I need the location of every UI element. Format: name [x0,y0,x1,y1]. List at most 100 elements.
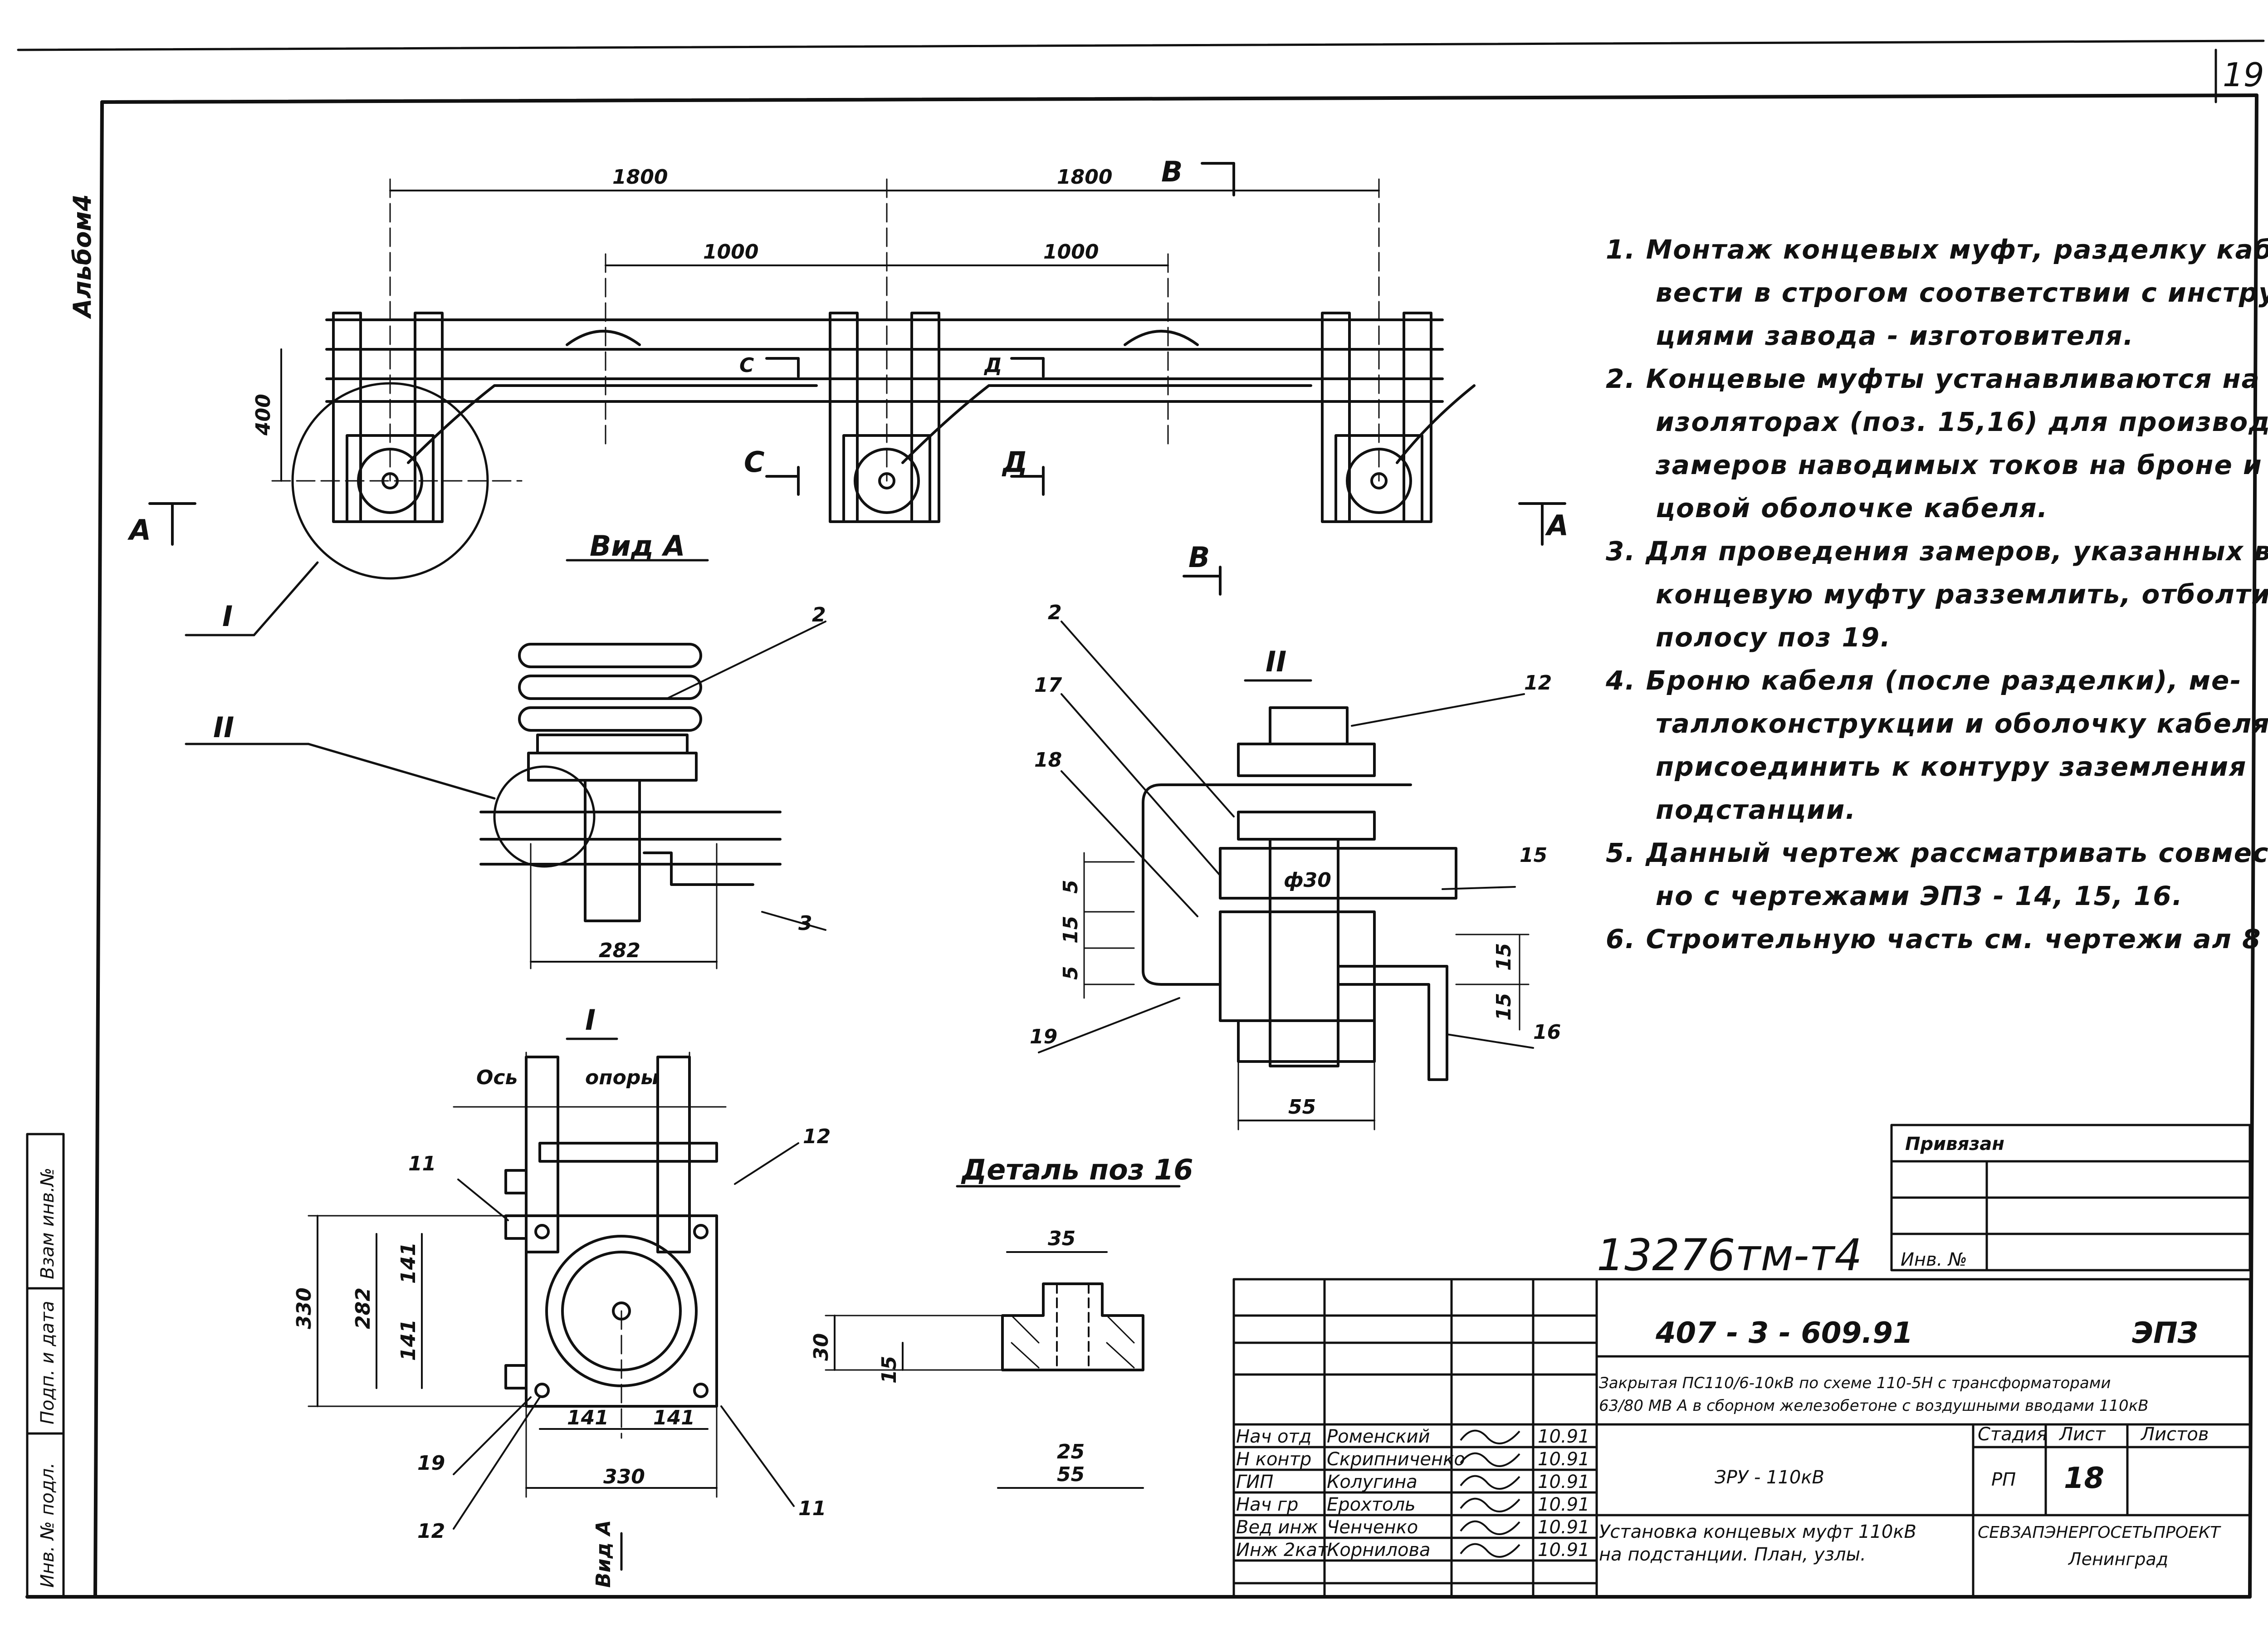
note-line: вести в строгом соответствии с инструк- [1656,277,2268,308]
note-line: изоляторах (поз. 15,16) для производства [1656,406,2268,437]
node-i-axis-label-2: опоры [585,1066,659,1089]
note-line: полосу поз 19. [1656,622,1891,653]
section-c-bottom: С [744,445,765,479]
node-i-dim-141-d: 141 [653,1406,695,1429]
node-ii-pos-18: 18 [1034,749,1062,772]
tb-name: Скрипниченко [1327,1449,1465,1470]
plan-view [148,162,1566,636]
note-line: 1. Монтаж концевых муфт, разделку кабеля [1606,234,2268,265]
node-ii-section-b: В [1188,541,1210,574]
tb-role: Н контр [1236,1449,1311,1470]
view-a-dim-282: 282 [599,939,640,962]
detail-16-dim-30: 30 [810,1333,833,1361]
node-i-pos-19: 19 [417,1452,445,1475]
node-i [308,1037,799,1571]
node-i-pos-11-bottom: 11 [798,1497,826,1520]
tb-date: 10.91 [1538,1494,1590,1515]
tb-role: Нач гр [1236,1494,1298,1515]
node-ii-pos-19: 19 [1030,1025,1057,1048]
section-d-top: Д [983,354,1002,377]
tb-name: Ерохтоль [1327,1494,1416,1515]
note-line: таллоконструкции и оболочку кабеля [1656,708,2268,739]
node-ii-title: II [1266,645,1286,678]
tb-inv-no: Инв. № [1901,1249,1967,1270]
tb-role: Вед инж [1236,1517,1318,1538]
detail-16-dim-35: 35 [1048,1227,1075,1250]
note-line: циями завода - изготовителя. [1656,320,2134,351]
dim-1800-left: 1800 [612,166,668,189]
node-i-title: I [585,1003,596,1037]
node-i-dim-141-c: 141 [567,1406,609,1429]
tb-project-line2: 63/80 МВ А в сборном железобетоне с возд… [1599,1397,2149,1415]
tb-sheet-title-1: Установка концевых муфт 110кВ [1599,1521,1916,1542]
detail-16-dim-25: 25 [1057,1440,1085,1463]
tb-role: Нач отд [1236,1426,1311,1447]
tb-object: ЗРУ - 110кВ [1715,1467,1824,1488]
dim-1800-right: 1800 [1057,166,1112,189]
node-i-pos-12-top: 12 [803,1125,831,1148]
node-i-view-a-label: Вид А [592,1520,615,1588]
node-ii-pos-17: 17 [1034,674,1062,697]
note-line: но с чертежами ЭПЗ - 14, 15, 16. [1656,881,2183,911]
tb-privyazan: Привязан [1905,1134,2004,1155]
tb-name: Корнилова [1327,1540,1431,1561]
tb-date: 10.91 [1538,1517,1590,1538]
note-line: замеров наводимых токов на броне и свин- [1655,450,2268,480]
tb-org-1: СЕВЗАПЭНЕРГОСЕТЬПРОЕКТ [1978,1523,2221,1542]
view-a-pos-2: 2 [812,603,826,626]
tb-name: Ченченко [1327,1517,1418,1538]
tb-role: ГИП [1236,1472,1273,1492]
sheet-frame [17,39,2265,1599]
tb-sheet-title-2: на подстанции. План, узлы. [1599,1544,1866,1565]
node-i-axis-label-1: Ось [476,1066,518,1089]
node-i-dim-141-b: 141 [397,1319,420,1361]
note-line: присоединить к контуру заземления [1656,751,2247,782]
note-line: 5. Данный чертеж рассматривать совмест- [1606,837,2268,868]
album-label: Альбом4 [68,194,97,319]
tb-sheet-header: Лист [2058,1424,2106,1445]
dim-400: 400 [252,394,275,436]
node-ii-dim-55: 55 [1288,1096,1316,1119]
detail-16-dim-15: 15 [878,1356,901,1384]
general-notes: 1. Монтаж концевых муфт, разделку кабеля… [1605,234,2268,954]
tb-date: 10.91 [1538,1472,1590,1492]
tb-name: Роменский [1327,1426,1430,1447]
node-i-pos-11-top: 11 [408,1152,436,1175]
tb-date: 10.91 [1538,1426,1590,1447]
tb-stage-header: Стадия [1978,1424,2047,1445]
callout-i: I [222,600,233,633]
node-i-dim-282-v: 282 [352,1287,375,1329]
dim-1000-right: 1000 [1043,240,1099,264]
node-ii-pos-15: 15 [1520,844,1547,867]
note-line: концевую муфту разземлить, отболтив [1656,579,2268,610]
page-number: 19 [2223,56,2264,94]
handwritten-number: 13276тм-т4 [1597,1230,1862,1281]
section-c-top: С [739,354,754,377]
note-line: 2. Концевые муфты устанавливаются на [1606,363,2260,394]
title-block [1232,1124,2251,1598]
node-i-pos-12-bottom: 12 [417,1520,445,1543]
node-i-dim-141-a: 141 [397,1242,420,1284]
node-ii-dim-5a: 5 [1059,880,1082,894]
side-stamp-3: Инв. № подл. [37,1463,58,1588]
tb-project-line1: Закрытая ПС110/6-10кВ по схеме 110-5Н с … [1599,1374,2111,1392]
node-ii-dim-15c: 15 [1492,993,1515,1021]
section-a-right: А [1545,509,1569,542]
node-i-dim-330-h: 330 [603,1465,645,1488]
node-ii-dim-15a: 15 [1059,916,1082,944]
view-a [185,559,826,969]
tb-sheet-code: ЭПЗ [2132,1316,2198,1350]
section-a-left: А [127,514,151,547]
tb-role: Инж 2кат [1236,1540,1329,1561]
tb-date: 10.91 [1538,1449,1590,1470]
node-ii [1038,566,1534,1130]
view-a-title: Вид А [590,529,685,563]
note-line: 3. Для проведения замеров, указанных в п… [1606,536,2268,567]
tb-org-2: Ленинград [2068,1549,2168,1569]
section-d-bottom: Д [1002,445,1027,479]
detail-16-dim-55: 55 [1057,1463,1085,1486]
note-line: цовой оболочке кабеля. [1656,493,2048,523]
tb-doc-code: 407 - 3 - 609.91 [1655,1316,1913,1350]
tb-date: 10.91 [1538,1540,1590,1561]
